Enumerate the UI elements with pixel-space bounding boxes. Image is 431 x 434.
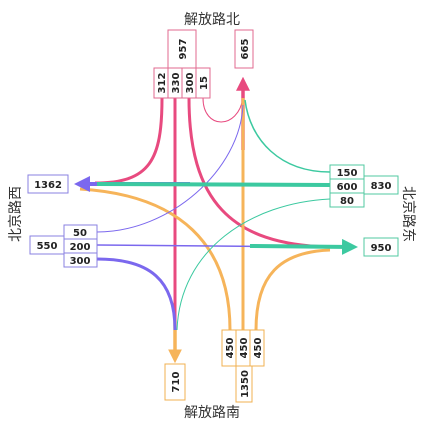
east-split-box-2 (329, 192, 365, 208)
flow-north-to-west (94, 97, 164, 185)
east-total-out-box (363, 237, 399, 257)
west-total-out-box (27, 174, 69, 194)
east-total-in-box (363, 175, 399, 195)
south-split-value-0: 450 (225, 338, 236, 359)
flow-south-to-west (79, 187, 232, 331)
south-split-value-2: 450 (253, 338, 264, 359)
south-total-out-box (164, 363, 186, 401)
flow-east-to-south (176, 198, 331, 331)
road-label-north: 解放路北 (184, 12, 240, 28)
west-total-out-value: 1362 (34, 180, 62, 191)
east-total-in-value: 830 (371, 181, 392, 192)
flow-east-to-north (244, 99, 331, 173)
south-split-box-2 (249, 329, 265, 367)
west-split-value-1: 200 (70, 242, 91, 253)
north-split-value-0: 312 (157, 73, 168, 94)
flow-lines (74, 76, 358, 364)
south-total-in-box (235, 365, 253, 403)
flow-north-to-east (187, 97, 331, 249)
west-split-box-2 (63, 252, 98, 268)
road-label-west: 北京路西 (8, 186, 24, 242)
north-split-box-3 (195, 67, 211, 99)
west-split-value-2: 300 (70, 256, 91, 267)
south-approach-boxes: 450 450 450 1350 710 (164, 329, 265, 403)
north-total-in-box (167, 29, 197, 69)
flow-south-to-east (254, 248, 331, 331)
east-split-value-2: 80 (340, 196, 354, 207)
north-split-value-2: 300 (185, 73, 196, 94)
east-split-value-1: 600 (337, 182, 358, 193)
north-total-out-box (234, 29, 254, 69)
west-total-in-value: 550 (37, 241, 58, 252)
flow-west-to-north (96, 104, 244, 233)
flow-west-to-south (96, 257, 177, 331)
east-approach-boxes: 150 600 80 830 950 (329, 164, 399, 257)
north-split-value-3: 15 (199, 76, 210, 90)
south-total-in-value: 1350 (240, 370, 251, 398)
north-approach-boxes: 957 312 330 300 15 665 (153, 29, 254, 99)
south-total-out-value: 710 (171, 372, 182, 393)
flow-east-to-west (96, 182, 331, 187)
north-split-value-1: 330 (171, 73, 182, 94)
west-approach-boxes: 1362 550 50 200 300 (27, 174, 98, 268)
north-total-out-value: 665 (240, 39, 251, 60)
north-total-in-value: 957 (178, 39, 189, 60)
west-split-value-0: 50 (73, 228, 87, 239)
road-label-east: 北京路东 (400, 186, 416, 242)
arrow-east-out (249, 238, 358, 255)
flow-north-uturn (202, 97, 244, 123)
road-label-south: 解放路南 (184, 405, 240, 421)
south-split-value-1: 450 (239, 338, 250, 359)
east-split-value-0: 150 (337, 168, 358, 179)
east-total-out-value: 950 (371, 243, 392, 254)
